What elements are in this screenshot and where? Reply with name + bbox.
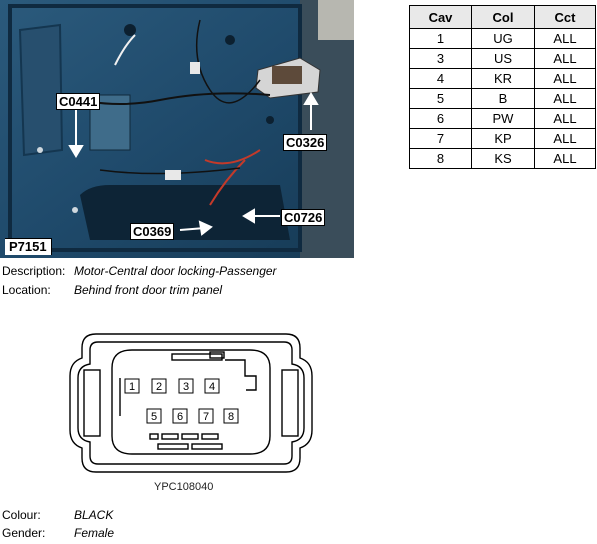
cell-cav: 3 [409,48,472,69]
description-label: Description: [2,264,66,278]
cavity-8: 8 [228,411,234,423]
description-line: Description: Motor-Central door locking-P… [2,264,277,279]
cavity-box [223,408,239,424]
cavity-4: 4 [209,381,215,393]
location-line: Location: Behind front door trim panel [2,283,222,298]
cell-cct: ALL [534,148,596,169]
cavity-box [146,408,162,424]
cell-cct: ALL [534,28,596,49]
location-label: Location: [2,283,51,297]
cell-cct: ALL [534,48,596,69]
cell-cav: 6 [409,108,472,129]
cell-col: US [471,48,535,69]
table-row: 3 US ALL [409,48,596,69]
table-row: 4 KR ALL [409,68,596,89]
pinout-table: Cav Col Cct 1 UG ALL 3 US ALL 4 KR ALL 5… [409,5,596,169]
cavity-7: 7 [203,411,209,423]
cavity-1: 1 [129,381,135,393]
cavity-box [151,378,167,394]
cell-cct: ALL [534,68,596,89]
cell-col: KP [471,128,535,149]
callout-c0369: C0369 [130,223,175,240]
cell-col: KS [471,148,535,169]
cell-col: PW [471,108,535,129]
cell-cav: 1 [409,28,472,49]
cavity-6: 6 [177,411,183,423]
gender-line: Gender: Female [2,526,114,541]
cavity-box [204,378,220,394]
connector-face-drawing: 1 2 3 4 5 6 7 8 [69,333,313,473]
cell-col: B [471,88,535,109]
table-row: 7 KP ALL [409,128,596,149]
gender-value: Female [74,526,115,540]
location-value: Behind front door trim panel [74,283,223,297]
cell-cav: 4 [409,68,472,89]
cell-cct: ALL [534,88,596,109]
colour-value: BLACK [74,508,114,522]
cavity-box [178,378,194,394]
callout-c0441: C0441 [56,93,101,110]
header-cav: Cav [409,5,472,29]
cell-cct: ALL [534,128,596,149]
drawing-id: YPC108040 [154,481,214,493]
table-row: 1 UG ALL [409,28,596,49]
header-col: Col [471,5,535,29]
cavity-2: 2 [156,381,162,393]
cell-cav: 7 [409,128,472,149]
connector-location-photo: C0441 C0326 C0369 C0726 P7151 [0,0,354,258]
cavity-box [172,408,188,424]
table-row: 6 PW ALL [409,108,596,129]
cell-cct: ALL [534,108,596,129]
colour-label: Colour: [2,508,41,522]
cell-col: UG [471,28,535,49]
colour-line: Colour: BLACK [2,508,113,523]
cell-cav: 5 [409,88,472,109]
cell-col: KR [471,68,535,89]
table-row: 8 KS ALL [409,148,596,169]
cavity-5: 5 [151,411,157,423]
callout-c0326: C0326 [283,134,328,151]
cavity-box [198,408,214,424]
description-value: Motor-Central door locking-Passenger [74,264,277,278]
photo-id: P7151 [5,238,52,255]
table-header-row: Cav Col Cct [409,5,596,29]
callout-c0726: C0726 [281,209,326,226]
cell-cav: 8 [409,148,472,169]
header-cct: Cct [534,5,596,29]
cavity-3: 3 [183,381,189,393]
cavity-box [124,378,140,394]
table-row: 5 B ALL [409,88,596,109]
gender-label: Gender: [2,526,46,540]
